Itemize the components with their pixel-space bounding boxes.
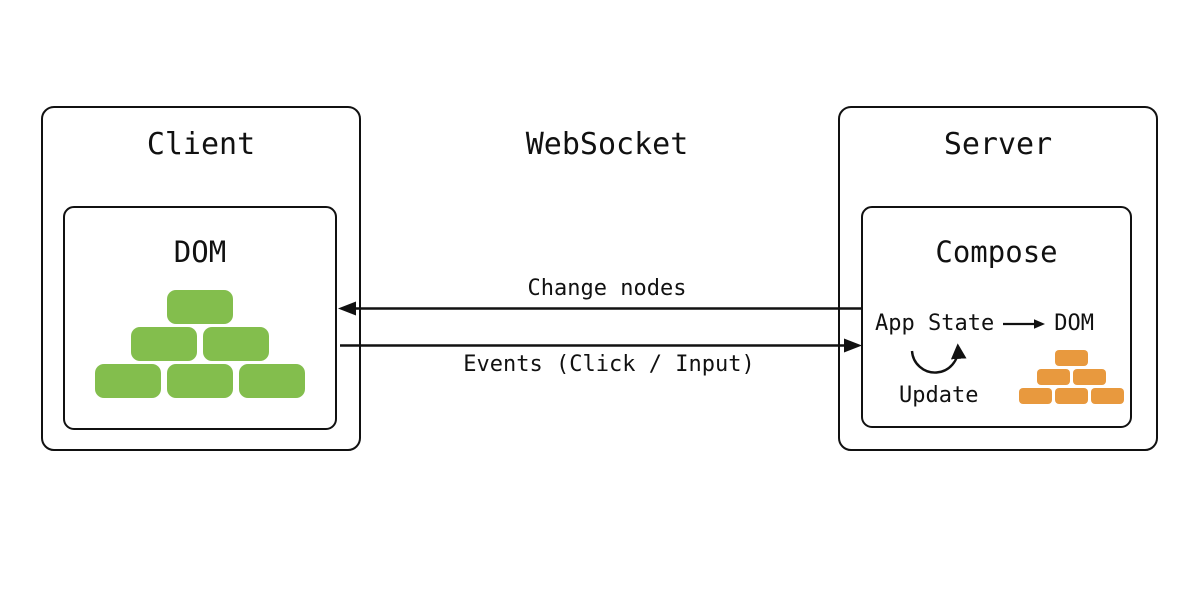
update-loop-icon [910, 343, 967, 374]
websocket-title: WebSocket [525, 127, 689, 162]
dom-block [203, 327, 269, 361]
compose-box: Compose App State DOM Update [861, 206, 1132, 428]
server-brick [1018, 388, 1052, 404]
compose-title: Compose [935, 235, 1058, 269]
server-brick [1072, 369, 1106, 385]
arrow-head [1034, 319, 1046, 329]
dom-block [239, 364, 305, 398]
right-arrow-icon [1003, 319, 1046, 329]
client-title: Client [146, 127, 256, 162]
server-brick [1036, 369, 1070, 385]
update-label: Update [899, 383, 979, 408]
block-row [95, 364, 305, 398]
server-bricks-icon [1018, 350, 1124, 404]
block-row [1018, 388, 1124, 404]
dom-box: DOM [63, 206, 337, 430]
change-nodes-label: Change nodes [527, 276, 687, 301]
block-row [131, 327, 269, 361]
server-title: Server [943, 127, 1053, 162]
dom-blocks-icon [65, 290, 335, 398]
block-row [1036, 369, 1106, 385]
server-brick [1090, 388, 1124, 404]
events-label: Events (Click / Input) [463, 352, 755, 377]
dom-block [167, 364, 233, 398]
dom-block [95, 364, 161, 398]
server-brick [1054, 388, 1088, 404]
app-state-pipeline: App State DOM [875, 311, 1094, 337]
server-brick [1054, 350, 1088, 366]
client-box: Client DOM [41, 106, 361, 451]
server-box: Server Compose App State DOM Updat [838, 106, 1158, 451]
dom-block [131, 327, 197, 361]
app-state-label: App State [875, 311, 995, 336]
loop-arc [910, 343, 967, 374]
block-row [167, 290, 233, 324]
dom-title: DOM [173, 235, 227, 269]
block-row [1054, 350, 1088, 366]
dom-block [167, 290, 233, 324]
pipeline-dom-label: DOM [1054, 311, 1094, 336]
